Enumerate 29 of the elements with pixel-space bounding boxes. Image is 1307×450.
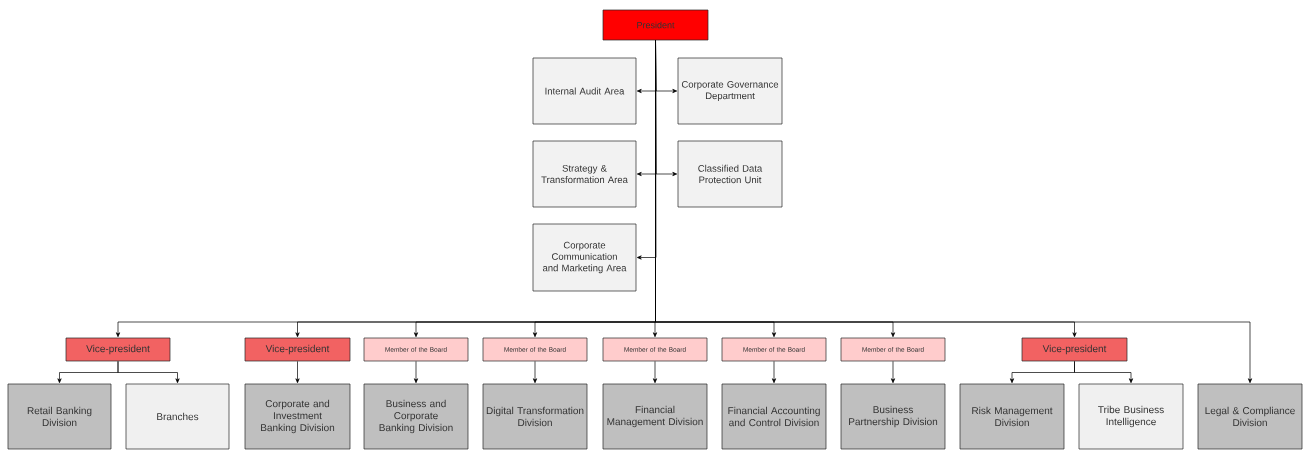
arrow: [117, 361, 180, 384]
unit-box: Classified Data Protection Unit: [677, 140, 783, 208]
area-box: Strategy & Transformation Area: [532, 140, 637, 208]
division-box: Financial Accounting and Control Division: [721, 383, 827, 450]
arrow: [1074, 361, 1134, 384]
vice-president-box: Vice-president: [65, 337, 171, 362]
arrow: [655, 40, 1253, 384]
division-box: Risk Management Division: [959, 383, 1065, 450]
area-box: Internal Audit Area: [532, 57, 637, 125]
arrow: [413, 361, 419, 384]
arrow: [652, 361, 658, 384]
division-box: Retail Banking Division: [7, 383, 112, 450]
division-box: Corporate and Investment Banking Division: [244, 383, 351, 450]
president-box: President: [602, 9, 709, 41]
arrow: [295, 361, 300, 384]
arrow: [532, 361, 538, 384]
division-box: Financial Management Division: [602, 383, 708, 450]
vice-president-box: Vice-president: [1021, 337, 1128, 362]
division-box: Digital Transformation Division: [482, 383, 588, 450]
division-box: Legal & Compliance Division: [1197, 383, 1303, 450]
vice-president-box: Vice-president: [244, 337, 351, 362]
department-box: Corporate Governance Department: [677, 57, 783, 125]
area-box: Corporate Communication and Marketing Area: [532, 223, 637, 292]
unit-box: Branches: [125, 383, 230, 450]
division-box: Business Partnership Division: [840, 383, 946, 450]
arrow: [890, 361, 896, 384]
unit-box: Tribe Business Intelligence: [1078, 383, 1184, 450]
division-box: Business and Corporate Banking Division: [363, 383, 469, 450]
arrow: [771, 361, 777, 384]
